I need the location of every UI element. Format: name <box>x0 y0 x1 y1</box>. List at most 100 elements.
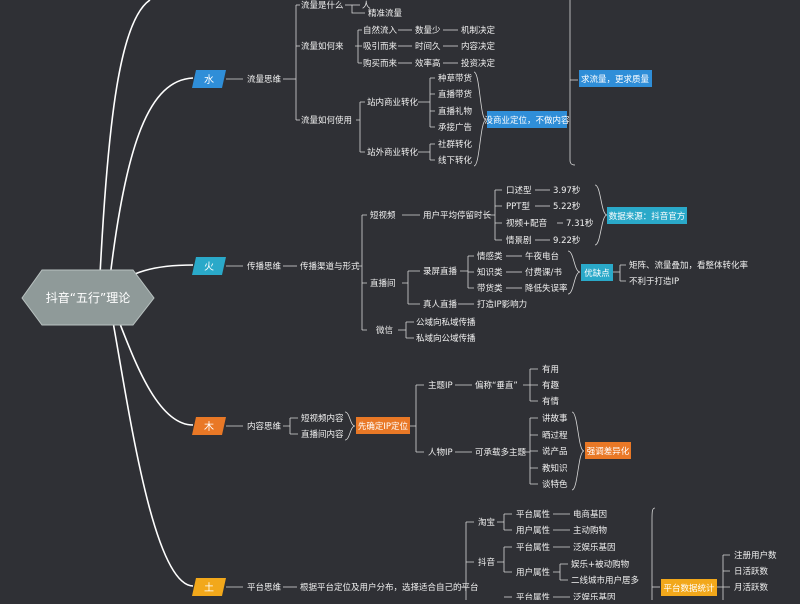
earth-element-label: 土 <box>204 581 214 594</box>
earth-third-b: 泛娱乐基因 <box>573 592 616 600</box>
wood-tag[interactable] <box>356 417 410 434</box>
fire-live-name-0: 情感类 <box>477 251 503 262</box>
earth-taobao: 淘宝 <box>478 517 495 528</box>
wood-person-ip-2: 说产品 <box>542 446 568 457</box>
fire-wechat-0: 公域向私域传播 <box>416 317 476 328</box>
wood-person-ip-0: 讲故事 <box>542 413 568 424</box>
root-label: 抖音“五行”理论 <box>46 290 130 305</box>
water-section: 水 流量思维 流量是什么 人 精准流量 流量如何来 自然流入 吸引而来 购买而来… <box>192 0 652 167</box>
fire-short-value-2: 7.31秒 <box>566 218 594 229</box>
water-instation-2: 直播礼物 <box>438 106 473 117</box>
water-what-item-0: 人 <box>362 1 371 11</box>
root-node[interactable]: 抖音“五行”理论 <box>21 269 155 326</box>
water-outstation-1: 线下转化 <box>438 155 473 166</box>
water-come-b-0: 数量少 <box>415 25 441 36</box>
wood-tag2[interactable] <box>585 442 631 459</box>
wood-person-ip: 人物IP <box>428 447 453 458</box>
wood-main-ip-0: 有用 <box>542 364 559 375</box>
wood-item-1: 直播间内容 <box>301 429 344 440</box>
water-outstation: 站外商业转化 <box>367 147 419 158</box>
fire-element-label: 火 <box>204 261 214 273</box>
fire-live-real: 真人直播 <box>423 299 458 310</box>
fire-live-value-2: 降低失误率 <box>525 283 568 294</box>
water-come-a-0: 自然流入 <box>363 25 398 36</box>
fire-branch: 传播思维 <box>247 261 282 272</box>
water-come-a-2: 购买而来 <box>363 58 398 69</box>
wood-person-ip-4: 谈特色 <box>542 479 568 490</box>
water-come-b-2: 效率高 <box>415 58 441 69</box>
earth-douyin: 抖音 <box>478 557 496 568</box>
earth-taobao-b-1: 主动购物 <box>573 525 608 536</box>
fire-short-name-3: 情景剧 <box>506 235 532 246</box>
wood-main-ip-2: 有情 <box>542 396 560 407</box>
earth-tag[interactable] <box>661 579 717 596</box>
earth-douyin-item-0: 娱乐+被动购物 <box>571 559 630 570</box>
fire-live-value-0: 午夜电台 <box>525 251 559 262</box>
water-instation-0: 种草带货 <box>438 73 473 84</box>
water-element-node[interactable] <box>192 70 226 88</box>
fire-live-label: 直播间 <box>370 278 396 289</box>
wood-item-0: 短视频内容 <box>301 413 344 424</box>
fire-short-label: 短视频 <box>370 210 396 221</box>
water-what-item-1: 精准流量 <box>368 8 403 19</box>
fire-live-pro-1: 不利于打造IP <box>629 276 679 287</box>
fire-live-value-1: 付费课/书 <box>525 267 562 278</box>
earth-douyin-row1-b: 泛娱乐基因 <box>573 542 616 553</box>
water-branch: 流量思维 <box>247 74 282 85</box>
svg-text:数据来源：抖音官方: 数据来源：抖音官方 <box>609 211 686 222</box>
water-summary-tag[interactable] <box>579 70 652 87</box>
water-instation: 站内商业转化 <box>367 97 419 108</box>
earth-section: 土 平台思维 根据平台定位及用户分布，选择适合自己的平台 淘宝 平台属性 用户属… <box>192 507 777 603</box>
fire-live-record: 录屏直播 <box>423 266 458 277</box>
water-come-b-1: 时间久 <box>415 41 441 52</box>
fire-element-node[interactable] <box>192 257 226 275</box>
svg-text:先确定IP定位: 先确定IP定位 <box>358 421 409 432</box>
fire-wechat-1: 私域向公域传播 <box>416 333 476 344</box>
fire-short-name-1: PPT型 <box>506 202 530 212</box>
earth-douyin-item-1: 二线城市用户居多 <box>571 575 640 586</box>
water-come-c-0: 机制决定 <box>461 25 496 36</box>
wood-main-ip: 主题IP <box>428 380 453 391</box>
earth-douyin-row2-a: 用户属性 <box>516 567 551 578</box>
water-outstation-0: 社群转化 <box>438 139 473 150</box>
earth-third-a: 平台属性 <box>516 592 551 600</box>
water-come-label: 流量如何来 <box>301 41 344 52</box>
fire-short-value-1: 5.22秒 <box>553 201 581 212</box>
earth-stat-0: 注册用户数 <box>734 550 777 561</box>
water-come-a-1: 吸引而来 <box>363 42 398 52</box>
fire-section: 火 传播思维 传播渠道与形式 短视频 用户平均停留时长 口述型 PPT型 视频+… <box>192 184 749 344</box>
fire-wechat-label: 微信 <box>376 325 394 336</box>
water-come-c-2: 投资决定 <box>461 58 496 69</box>
wood-main-ip-1: 有趣 <box>542 380 560 391</box>
wood-person-ip-1: 晒过程 <box>542 430 568 441</box>
svg-text:平台数据统计: 平台数据统计 <box>663 583 715 594</box>
fire-short-metric: 用户平均停留时长 <box>423 210 492 221</box>
svg-text:求流量，更求质量: 求流量，更求质量 <box>581 74 650 85</box>
wood-person-ip-3: 教知识 <box>542 463 568 474</box>
wood-main-ip-sub: 偏称“垂直” <box>475 380 518 391</box>
water-tag[interactable] <box>487 111 567 128</box>
fire-live-tag[interactable] <box>581 264 613 281</box>
fire-short-value-0: 3.97秒 <box>553 185 581 196</box>
water-what-label: 流量是什么 <box>301 0 344 11</box>
earth-taobao-a-1: 用户属性 <box>516 525 551 536</box>
water-use-label: 流量如何使用 <box>301 115 352 126</box>
wood-element-label: 木 <box>204 421 214 433</box>
earth-douyin-row1-a: 平台属性 <box>516 542 551 553</box>
wood-section: 木 内容思维 短视频内容 直播间内容 先确定IP定位 主题IP 偏称“垂直” 有… <box>192 364 631 491</box>
wood-person-ip-sub: 可承载多主题 <box>475 447 527 458</box>
fire-short-name-2: 视频+配音 <box>506 218 548 229</box>
wood-branch: 内容思维 <box>247 421 282 432</box>
fire-live-real-value: 打造IP影响力 <box>477 299 527 310</box>
earth-element-node[interactable] <box>192 578 226 596</box>
fire-short-tag[interactable] <box>607 207 687 224</box>
water-come-c-1: 内容决定 <box>461 41 496 52</box>
fire-live-name-1: 知识类 <box>477 267 503 278</box>
fire-short-name-0: 口述型 <box>506 185 532 196</box>
fire-short-value-3: 9.22秒 <box>553 235 581 246</box>
svg-text:没商业定位，不做内容: 没商业定位，不做内容 <box>484 115 570 126</box>
earth-taobao-a-0: 平台属性 <box>516 509 551 520</box>
wood-element-node[interactable] <box>192 417 226 435</box>
